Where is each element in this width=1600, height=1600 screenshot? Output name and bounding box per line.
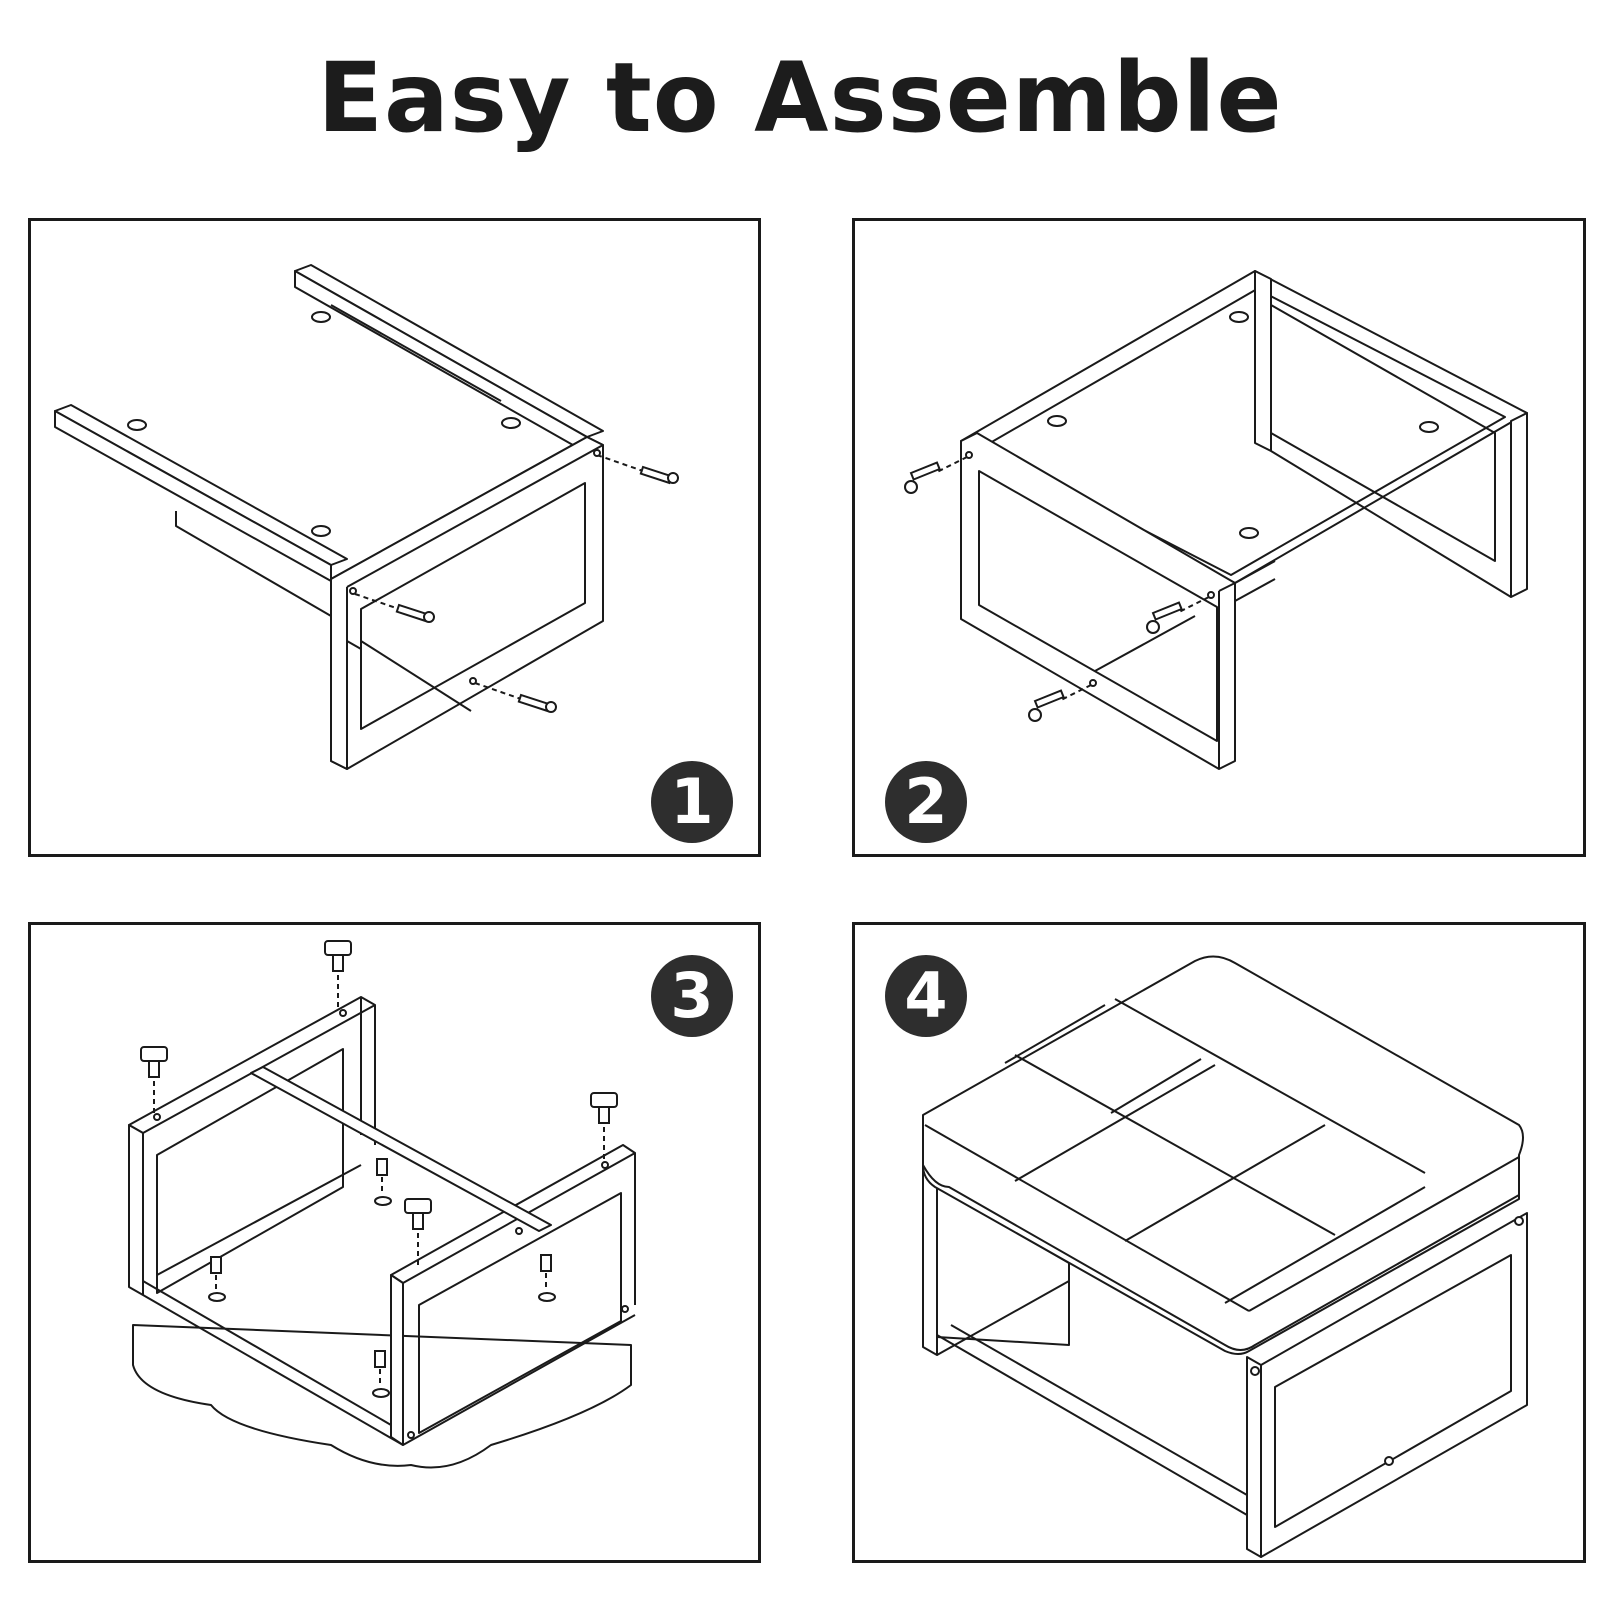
side-frame: [330, 436, 604, 770]
step-number-badge: 4: [885, 955, 967, 1037]
screw-3: [1028, 684, 1092, 722]
step-2-panel: 2: [852, 218, 1586, 857]
screw-2: [1146, 596, 1210, 634]
bracket-screws: [208, 1158, 556, 1398]
tufted-cushion: [922, 955, 1524, 1355]
screw-3: [474, 682, 557, 713]
step-4-illustration: [922, 955, 1528, 1558]
step-number-badge: 2: [885, 761, 967, 843]
screw-1: [904, 456, 968, 494]
ottoman-frame: [922, 1150, 1528, 1558]
front-side-frame: [960, 432, 1276, 770]
back-rail: [294, 264, 604, 454]
step-3-illustration: [128, 940, 636, 1469]
step-3-panel: 3: [28, 922, 761, 1563]
front-rail: [54, 404, 348, 617]
step-2-illustration: [904, 270, 1528, 770]
step-4-panel: 4: [852, 922, 1586, 1563]
back-side-frame: [1254, 270, 1528, 598]
step-1-illustration: [54, 264, 679, 770]
frame-upside-down: [128, 996, 636, 1446]
screw-1: [596, 454, 679, 485]
step-number-badge: 1: [651, 761, 733, 843]
screw-2: [354, 593, 435, 623]
step-number-badge: 3: [651, 955, 733, 1037]
page-title: Easy to Assemble: [317, 42, 1283, 154]
foot-pads: [140, 940, 618, 1267]
step-1-panel: 1: [28, 218, 761, 857]
